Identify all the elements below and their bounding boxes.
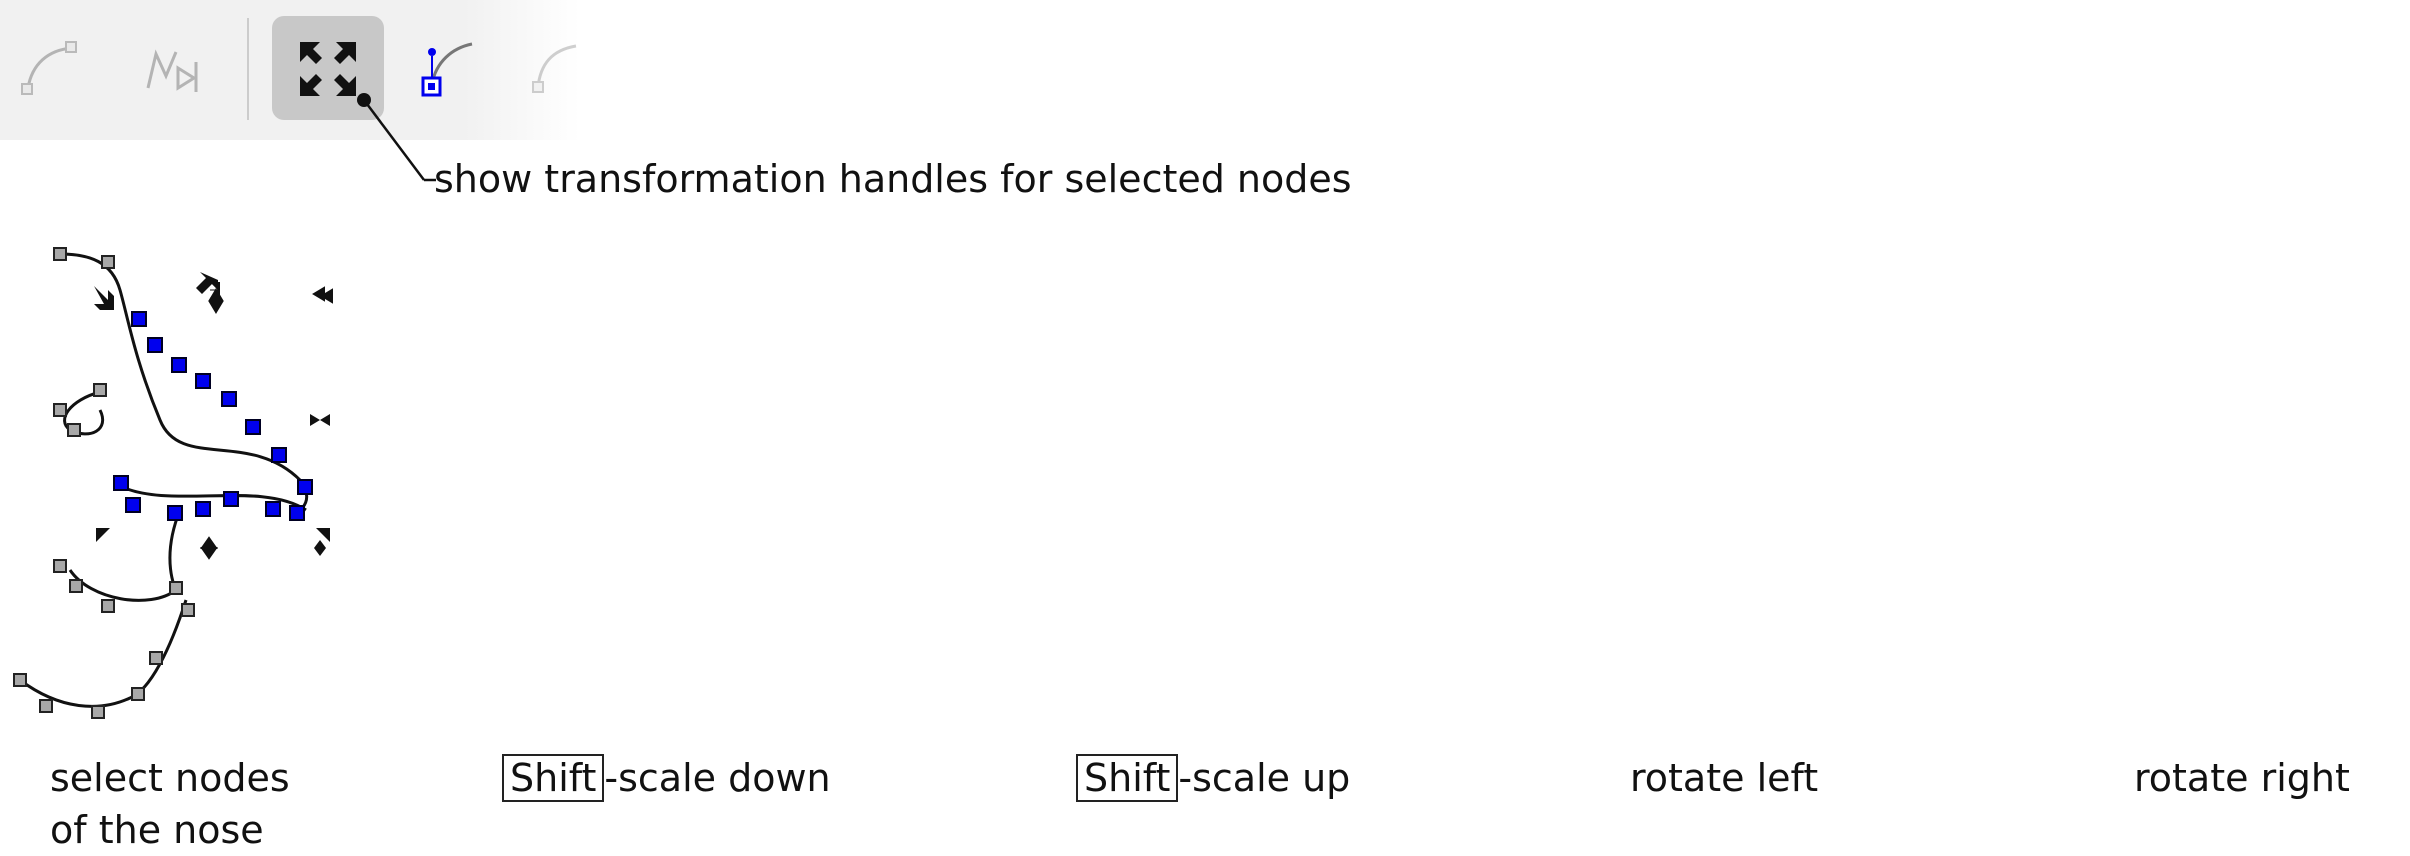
callout-leader xyxy=(357,93,436,182)
transform-handles-icon xyxy=(300,42,356,96)
panel-select xyxy=(13,247,333,719)
callout-text: show transformation handles for selected… xyxy=(434,157,1352,201)
caption-rotate-left-text: rotate left xyxy=(1630,756,1819,800)
caption-shift-scale-up: Shift-scale up xyxy=(1076,752,1350,804)
transform-handles-button[interactable] xyxy=(272,16,384,120)
caption-select-line-2: of the nose xyxy=(50,808,264,852)
caption-select: select nodes of the nose xyxy=(50,752,290,856)
shift-key-label: Shift xyxy=(502,754,605,802)
caption-select-line-1: select nodes xyxy=(50,756,290,800)
caption-shift-scale-down-text: -scale down xyxy=(604,756,831,800)
curve-segment-icon[interactable] xyxy=(21,41,77,95)
path-effect-icon[interactable] xyxy=(146,49,198,92)
shift-key-label: Shift xyxy=(1076,754,1179,802)
node-handles-icon[interactable] xyxy=(421,42,473,97)
caption-shift-scale-down: Shift-scale down xyxy=(502,752,831,804)
caption-shift-scale-up-text: -scale up xyxy=(1178,756,1351,800)
caption-rotate-right-text: rotate right xyxy=(2134,756,2350,800)
clip-mask-icon[interactable] xyxy=(532,44,577,93)
caption-rotate-left: rotate left xyxy=(1630,752,1818,804)
caption-rotate-right: rotate right xyxy=(2134,752,2350,804)
